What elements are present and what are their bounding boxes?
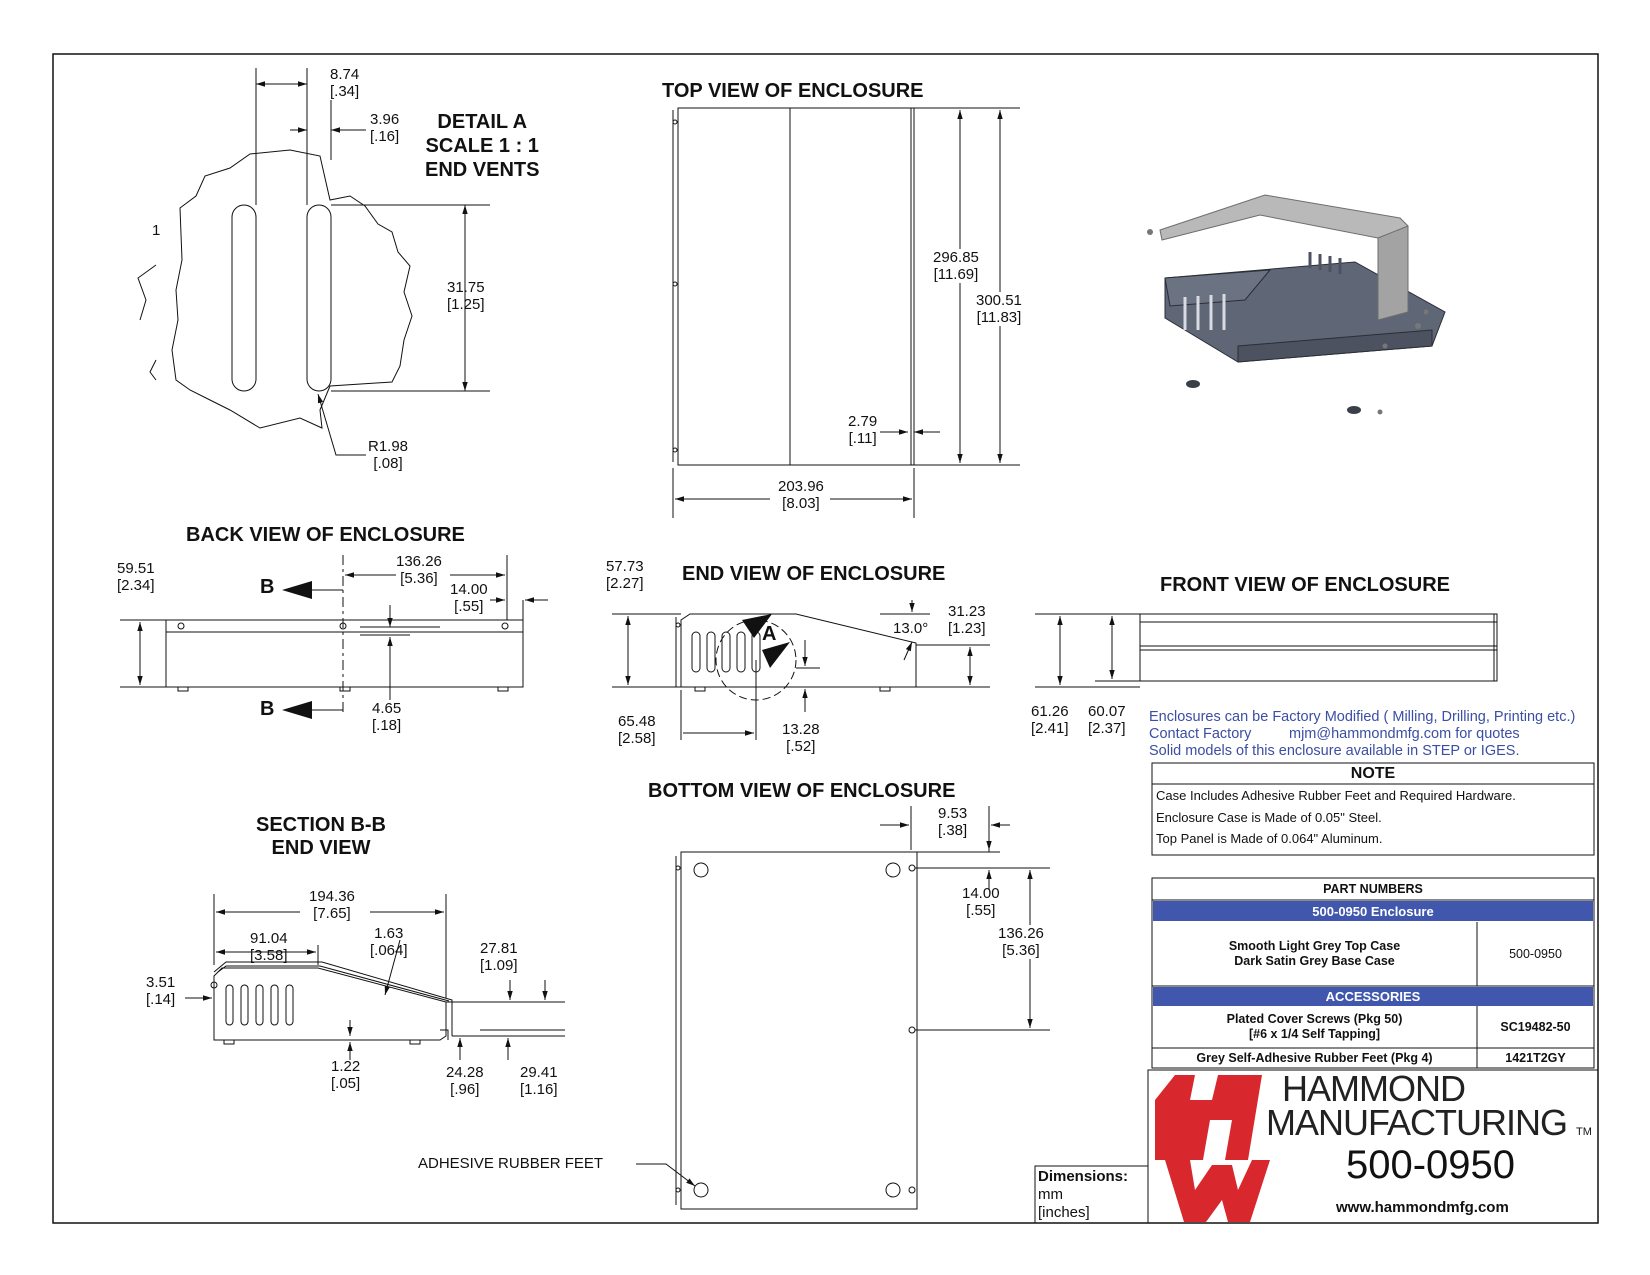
front-view-drawing (1035, 613, 1498, 688)
detail-a-pointers (742, 614, 790, 668)
factory-modified-note: Enclosures can be Factory Modified ( Mil… (1149, 709, 1576, 725)
bottom-edge-offset-dim: 14.00[.55] (962, 885, 1000, 919)
section-foot2-dim: 29.41[1.16] (520, 1064, 558, 1098)
back-edge-offset-dim: 14.00[.55] (450, 581, 488, 615)
note-line-1: Case Includes Adhesive Rubber Feet and R… (1156, 788, 1516, 803)
hammond-logo-mark (1155, 1075, 1270, 1222)
front-view-title: FRONT VIEW OF ENCLOSURE (1160, 574, 1450, 596)
units-box: Dimensions: mm [inches] (1038, 1168, 1129, 1221)
top-view-drawing (672, 107, 1020, 518)
section-flat-dim: 91.04[3.58] (250, 930, 288, 964)
section-bb-drawing (185, 894, 565, 1060)
contact-email[interactable]: mjm@hammondmfg.com for quotes (1289, 726, 1520, 742)
detail-a-drawing (137, 68, 490, 456)
bottom-hole-offset-dim: 9.53[.38] (938, 805, 968, 839)
title-block-frame (1034, 1069, 1599, 1224)
front-overall-height-dim: 61.26[2.41] (1031, 703, 1069, 737)
note-line-2: Enclosure Case is Made of 0.05" Steel. (1156, 810, 1382, 825)
screws-part-number: SC19482-50 (1500, 1019, 1571, 1034)
section-mark-bottom: B (260, 698, 275, 720)
note-table-frame (1151, 762, 1595, 856)
back-screw-height-dim: 4.65[.18] (372, 700, 402, 734)
detail-vent-length-dim: 31.75[1.25] (447, 279, 485, 313)
end-angle-dim: 13.0° (893, 620, 929, 637)
end-view-drawing (612, 600, 990, 740)
company-website[interactable]: www.hammondmfg.com (1336, 1199, 1509, 1216)
detail-vent-width-dim: 3.96[.16] (370, 111, 400, 145)
end-taper-dim: 31.23[1.23] (948, 603, 986, 637)
end-vent-bottom-dim: 13.28[.52] (782, 721, 820, 755)
end-view-title: END VIEW OF ENCLOSURE (682, 563, 946, 585)
rubber-feet-callout: ADHESIVE RUBBER FEET (418, 1155, 604, 1172)
section-foot1-dim: 24.28[.96] (446, 1064, 484, 1098)
enclosure-part-number: 500-0950 (1509, 946, 1562, 961)
parts-heading: PART NUMBERS (1323, 881, 1423, 896)
back-view-title: BACK VIEW OF ENCLOSURE (186, 524, 465, 546)
end-vent-offset-dim: 65.48[2.58] (618, 713, 656, 747)
isometric-enclosure-drawing (1147, 194, 1446, 415)
bottom-hole-spacing-dim: 136.26[5.36] (998, 925, 1044, 959)
end-height-dim: 57.73[2.27] (606, 558, 644, 592)
section-front-height-dim: 27.81[1.09] (480, 940, 518, 974)
front-case-height-dim: 60.07[2.37] (1088, 703, 1126, 737)
detail-radius-dim: R1.98[.08] (368, 438, 409, 472)
feet-part-number: 1421T2GY (1505, 1050, 1566, 1065)
contact-factory-label: Contact Factory (1149, 726, 1252, 742)
top-view-title: TOP VIEW OF ENCLOSURE (662, 80, 924, 102)
enclosure-band: 500-0950 Enclosure (1153, 901, 1593, 921)
note-line-3: Top Panel is Made of 0.064" Aluminum. (1156, 831, 1383, 846)
bottom-view-drawing (636, 806, 1050, 1210)
trademark-mark: TM (1576, 1126, 1592, 1138)
section-width-dim: 194.36[7.65] (309, 888, 355, 922)
top-gap-dim: 2.79[.11] (848, 413, 878, 447)
back-height-dim: 59.51[2.34] (117, 560, 155, 594)
accessories-band: ACCESSORIES (1153, 987, 1593, 1006)
detail-a-mark: A (762, 623, 777, 645)
screws-description: Plated Cover Screws (Pkg 50)[#6 x 1/4 Se… (1226, 1012, 1403, 1041)
top-width-dim: 203.96[8.03] (778, 478, 824, 512)
company-name-line1: HAMMOND (1282, 1068, 1466, 1109)
company-name-line2: MANUFACTURING (1266, 1102, 1568, 1143)
section-arrows (282, 581, 312, 719)
back-view-drawing (120, 555, 548, 712)
section-thickness-dim: 1.63[.064] (370, 925, 408, 959)
parts-table-frame (1151, 877, 1595, 1069)
note-heading: NOTE (1350, 765, 1396, 782)
top-inner-length-dim: 296.85[11.69] (933, 249, 979, 283)
solid-models-note: Solid models of this enclosure available… (1149, 743, 1520, 759)
section-mark-top: B (260, 576, 275, 598)
detail-vent-spacing-dim: 8.74[.34] (330, 66, 360, 100)
back-screw-spacing-dim: 136.26[5.36] (396, 553, 442, 587)
sheet-border (52, 53, 1599, 1224)
feet-description: Grey Self-Adhesive Rubber Feet (Pkg 4) (1196, 1050, 1433, 1065)
section-lip-dim: 3.51[.14] (146, 974, 176, 1008)
section-base-dim: 1.22[.05] (331, 1058, 361, 1092)
top-outer-length-dim: 300.51[11.83] (976, 292, 1022, 326)
bottom-view-title: BOTTOM VIEW OF ENCLOSURE (648, 780, 956, 802)
title-part-number: 500-0950 (1346, 1143, 1516, 1187)
detail-edge-mark: 1 (152, 222, 161, 239)
